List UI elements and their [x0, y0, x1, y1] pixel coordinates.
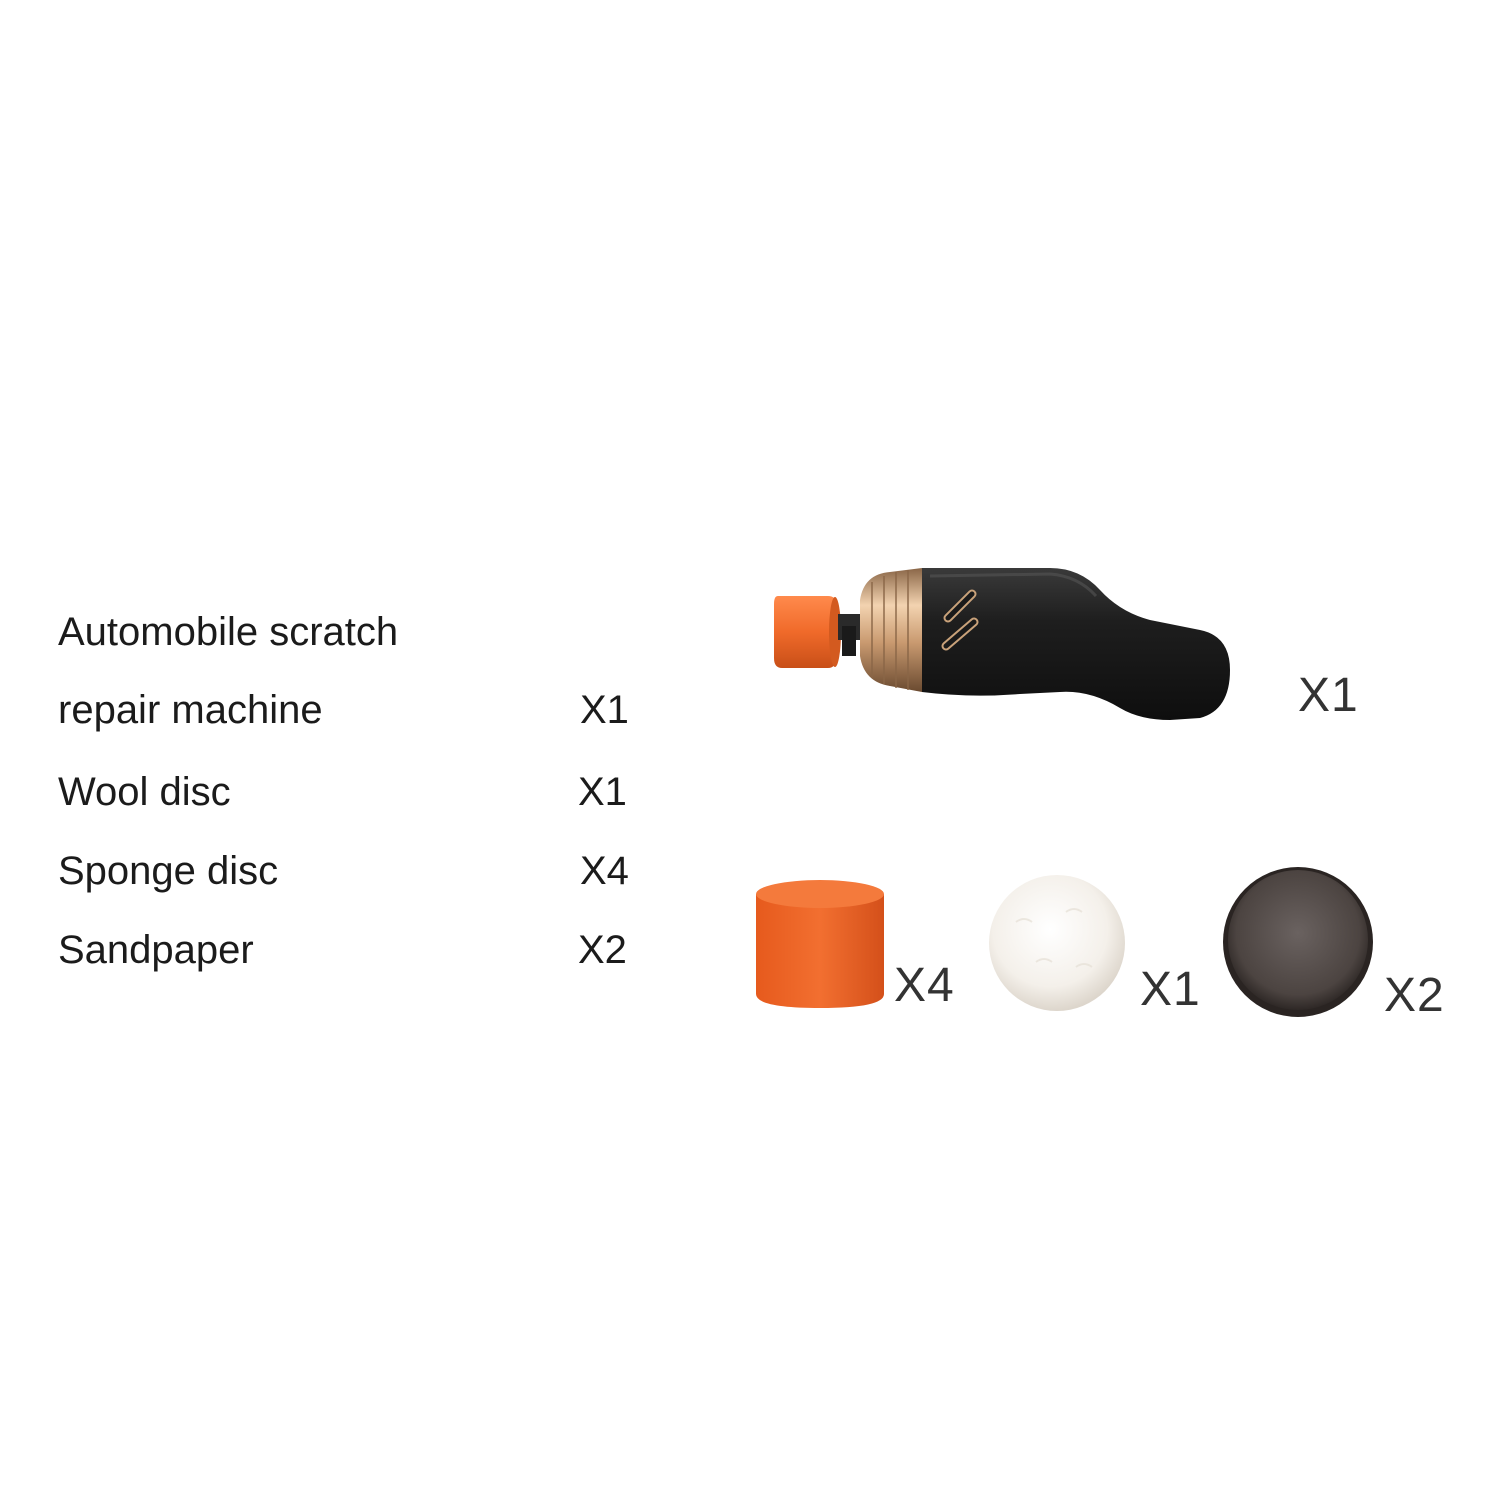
- item-wool-qty: X1: [578, 770, 627, 814]
- item-machine-label-line1: Automobile scratch: [58, 610, 399, 654]
- item-sponge-label: Sponge disc: [58, 849, 279, 893]
- orange-sponge-pad-icon: [756, 880, 884, 1008]
- item-sandpaper-label: Sandpaper: [58, 928, 254, 972]
- machine-image-qty: X1: [1298, 669, 1359, 722]
- item-wool-label: Wool disc: [58, 770, 231, 814]
- sponge-image-qty: X4: [894, 959, 955, 1012]
- sandpaper-image-qty: X2: [1384, 969, 1445, 1022]
- wool-image-qty: X1: [1140, 963, 1201, 1016]
- item-sponge-qty: X4: [580, 849, 629, 893]
- polishing-machine-icon: [774, 568, 1230, 720]
- white-wool-disc-icon: [989, 875, 1125, 1011]
- sandpaper-disc-icon: [1223, 867, 1373, 1017]
- item-machine-label-line2: repair machine: [58, 688, 323, 732]
- item-sandpaper-qty: X2: [578, 928, 627, 972]
- item-machine-qty: X1: [580, 688, 629, 732]
